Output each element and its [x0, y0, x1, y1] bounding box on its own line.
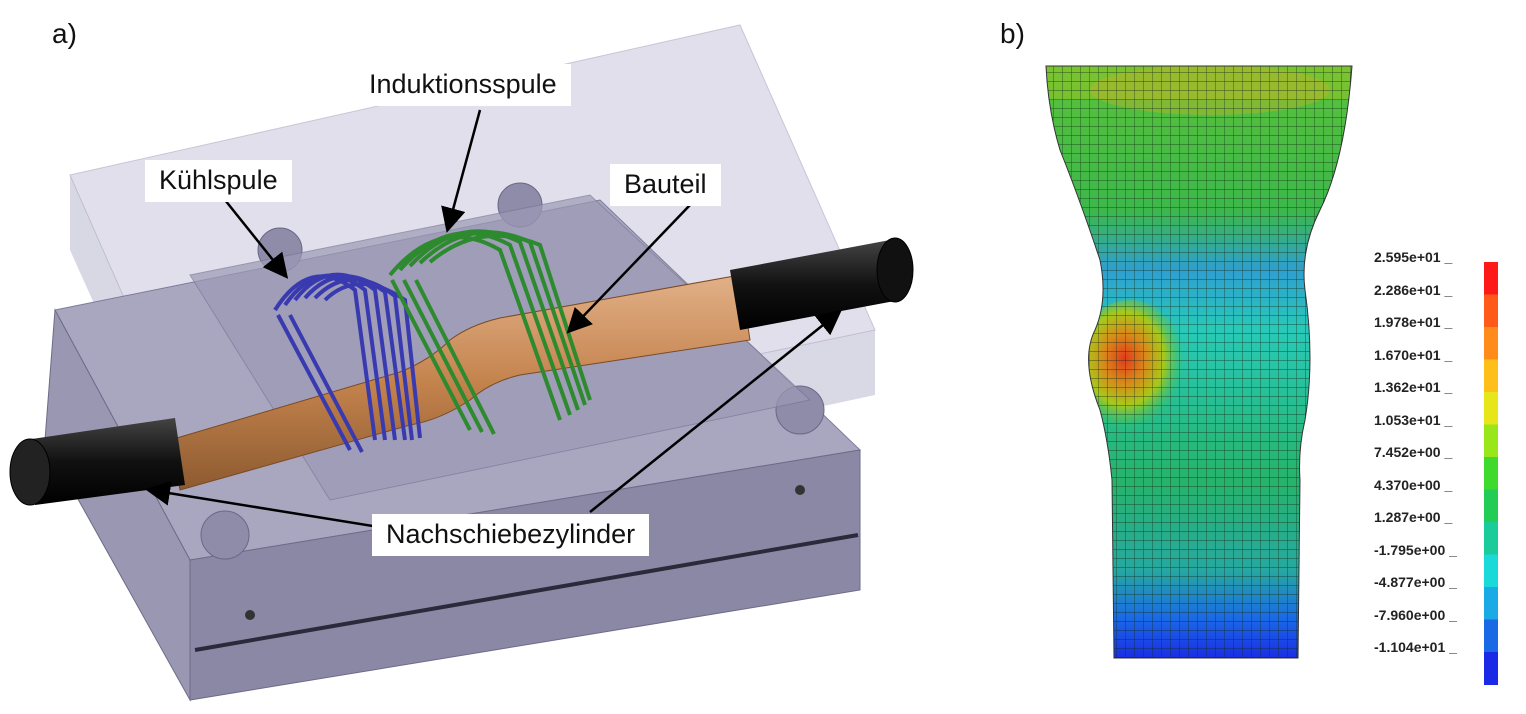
colorbar-segment	[1484, 522, 1498, 555]
callout-component: Bauteil	[610, 164, 721, 206]
colorbar-label: -4.877e+00 _	[1374, 574, 1457, 590]
colorbar-label: -1.104e+01 _	[1374, 639, 1457, 655]
colorbar-segment	[1484, 262, 1498, 295]
leader-component	[566, 204, 691, 334]
callout-induction-coil: Induktionsspule	[355, 64, 571, 106]
colorbar-label: 1.362e+01 _	[1374, 379, 1453, 395]
colorbar-label: 1.670e+01 _	[1374, 346, 1453, 363]
colorbar	[1484, 262, 1498, 685]
colorbar-segment	[1484, 327, 1498, 360]
colorbar-segment	[1484, 652, 1498, 685]
colorbar-label: 4.370e+00 _	[1374, 476, 1453, 493]
callout-push-cylinder: Nachschiebezylinder	[372, 514, 650, 556]
colorbar-segment	[1484, 554, 1498, 588]
left-push-cylinder	[9, 418, 185, 506]
colorbar-label: 7.452e+00 _	[1374, 444, 1453, 460]
colorbar-segment	[1484, 619, 1498, 653]
panel-label-a: a)	[52, 18, 77, 49]
fe-mesh-result	[1045, 65, 1353, 659]
colorbar-label: 1.287e+00 _	[1374, 509, 1453, 525]
colorbar-segment	[1484, 392, 1498, 425]
colorbar-segment	[1484, 489, 1498, 523]
colorbar-segment	[1484, 457, 1498, 490]
leader-cylinder-right	[589, 309, 842, 513]
colorbar-label: 2.595e+01 _	[1374, 249, 1453, 265]
colorbar-segment	[1484, 359, 1498, 393]
colorbar-segment	[1484, 294, 1498, 328]
leader-cooling	[224, 199, 289, 279]
colorbar-label: -1.795e+00 _	[1374, 541, 1457, 558]
leader-induction	[441, 109, 482, 233]
colorbar-label: 1.978e+01 _	[1374, 314, 1453, 330]
callout-cooling-coil: Kühlspule	[145, 160, 292, 202]
leader-cylinder-left	[145, 480, 386, 530]
colorbar-label: 2.286e+01 _	[1374, 281, 1453, 298]
right-push-cylinder	[730, 237, 914, 330]
induction-coil	[388, 229, 592, 435]
leader-lines	[145, 109, 842, 530]
panel-label-b: b)	[1000, 18, 1025, 49]
colorbar-segment	[1484, 587, 1498, 620]
colorbar-label: -7.960e+00 _	[1374, 606, 1457, 623]
colorbar-label: 1.053e+01 _	[1374, 411, 1453, 428]
colorbar-segment	[1484, 424, 1498, 458]
